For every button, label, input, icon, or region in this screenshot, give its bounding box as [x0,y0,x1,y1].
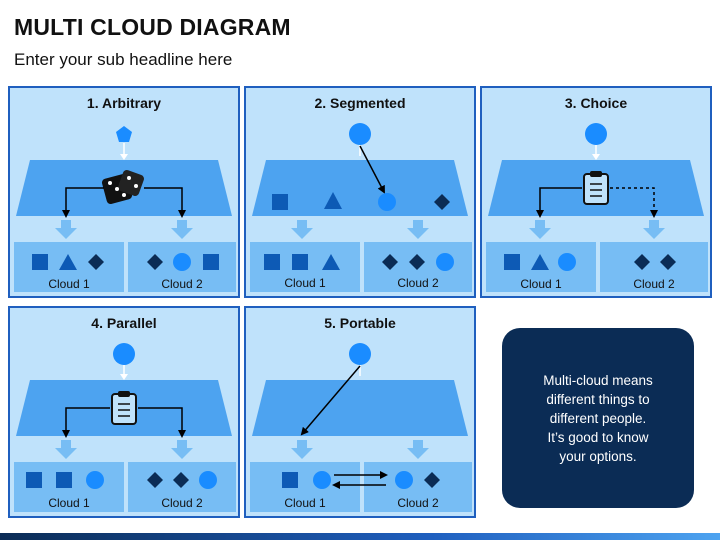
panel-arbitrary: 1. Arbitrary Cloud 1 Cloud 2 [8,86,240,298]
triangle-shape-icon [59,254,77,270]
cloud-label: Cloud 2 [397,276,439,290]
circle-node-icon [113,343,135,365]
circle-shape-icon [173,253,191,271]
triangle-shape-icon [531,254,549,270]
panel-choice: 3. Choice Cloud 1 Cloud 2 [480,86,712,298]
cloud-label: Cloud 1 [48,496,90,510]
triangle-shape-icon [322,254,340,270]
cloud-label: Cloud 2 [397,496,439,510]
panel-title: 2. Segmented [314,95,406,111]
panel-title: 1. Arbitrary [86,95,162,111]
cloud-1-box [250,462,360,512]
panel-title: 4. Parallel [91,315,157,331]
cloud-2-box [364,462,472,512]
panel-portable: 5. Portable Cloud 1 Cloud 2 [244,306,476,518]
cloud-label: Cloud 2 [161,496,203,510]
circle-shape-icon [313,471,331,489]
circle-shape-icon [199,471,217,489]
diamond-shape-icon [173,472,189,488]
dice-icon [101,170,144,205]
diamond-shape-icon [634,254,650,270]
square-shape-icon [32,254,48,270]
platform [252,160,468,216]
diamond-shape-icon [409,254,425,270]
square-shape-icon [504,254,520,270]
clipboard-checklist-icon [583,171,609,205]
panel-title: 5. Portable [324,315,396,331]
diamond-shape-icon [434,194,450,210]
square-shape-icon [264,254,280,270]
circle-shape-icon [86,471,104,489]
square-shape-icon [26,472,42,488]
clipboard-checklist-icon [111,391,137,425]
circle-node-icon [349,123,371,145]
square-shape-icon [56,472,72,488]
cloud-label: Cloud 2 [633,277,675,291]
square-shape-icon [282,472,298,488]
page-subtitle: Enter your sub headline here [14,50,233,69]
diamond-shape-icon [147,254,163,270]
circle-shape-icon [558,253,576,271]
panel-title: 3. Choice [564,95,628,111]
circle-node-icon [349,343,371,365]
circle-shape-icon [436,253,454,271]
cloud-label: Cloud 1 [284,276,326,290]
pentagon-node-icon [116,126,132,142]
circle-shape-icon [378,193,396,211]
cloud-label: Cloud 1 [284,496,326,510]
cloud-label: Cloud 1 [520,277,562,291]
square-shape-icon [203,254,219,270]
diamond-shape-icon [660,254,676,270]
panel-parallel: 4. Parallel Cloud 1 Cloud 2 [8,306,240,518]
square-shape-icon [272,194,288,210]
platform [252,380,468,436]
page-title: MULTI CLOUD DIAGRAM [14,14,291,40]
square-shape-icon [292,254,308,270]
diamond-shape-icon [424,472,440,488]
info-box: Multi-cloud means different things to di… [502,328,694,508]
cloud-label: Cloud 1 [48,277,90,291]
diamond-shape-icon [382,254,398,270]
diamond-shape-icon [147,472,163,488]
bottom-accent-bar [0,533,720,540]
circle-shape-icon [395,471,413,489]
diamond-shape-icon [88,254,104,270]
cloud-2-box [600,242,708,292]
triangle-shape-icon [324,192,342,209]
panel-segmented: 2. Segmented Cloud 1 Cloud 2 [244,86,476,298]
circle-node-icon [585,123,607,145]
cloud-label: Cloud 2 [161,277,203,291]
